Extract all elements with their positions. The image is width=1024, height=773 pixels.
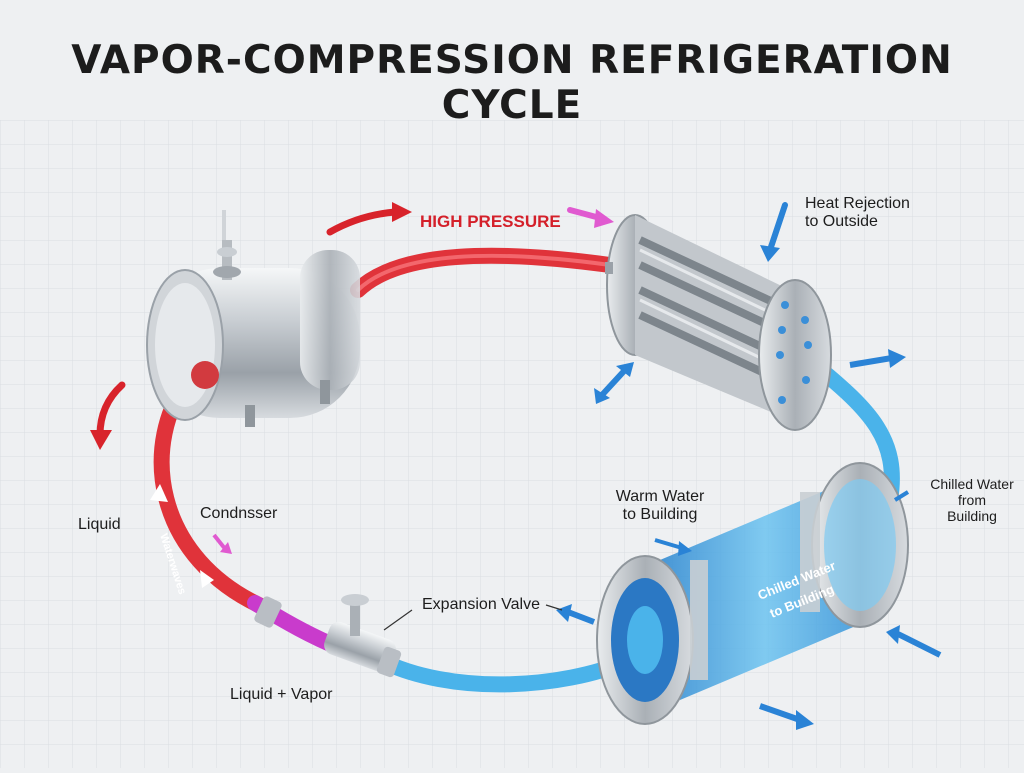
return-pipe bbox=[807, 357, 900, 508]
evaporator-icon: Chilled Water to Building bbox=[596, 462, 909, 725]
heat-rejection-label: Heat Rejection to Outside bbox=[805, 195, 910, 232]
expansion-valve-label: Expansion Valve bbox=[422, 596, 540, 613]
heat-rejection-line1: Heat Rejection bbox=[805, 195, 910, 212]
warm-water-line1: Warm Water bbox=[615, 488, 705, 505]
warm-water-line2: to Building bbox=[622, 506, 698, 524]
condenser-label: Condnsser bbox=[200, 505, 278, 522]
high-pressure-label: HIGH PRESSURE bbox=[420, 212, 561, 231]
liquid-label: Liquid bbox=[78, 516, 121, 533]
chilled-water-line3: Building bbox=[947, 508, 997, 525]
liquid-vapor-label: Liquid + Vapor bbox=[230, 686, 333, 703]
warm-water-label: Warm Water to Building bbox=[600, 488, 720, 525]
chilled-water-label: Chilled Water from Building bbox=[922, 476, 1022, 524]
page-title: VAPOR-COMPRESSION REFRIGERATION CYCLE bbox=[71, 38, 953, 128]
heat-rejection-line2: to Outside bbox=[805, 213, 878, 231]
chilled-water-line2: from bbox=[958, 492, 986, 509]
condenser-icon bbox=[605, 214, 832, 431]
flow-arrows bbox=[90, 202, 942, 730]
expansion-valve-icon bbox=[254, 594, 402, 678]
chilled-water-line1: Chilled Water bbox=[930, 476, 1014, 492]
compressor-icon bbox=[146, 210, 360, 427]
